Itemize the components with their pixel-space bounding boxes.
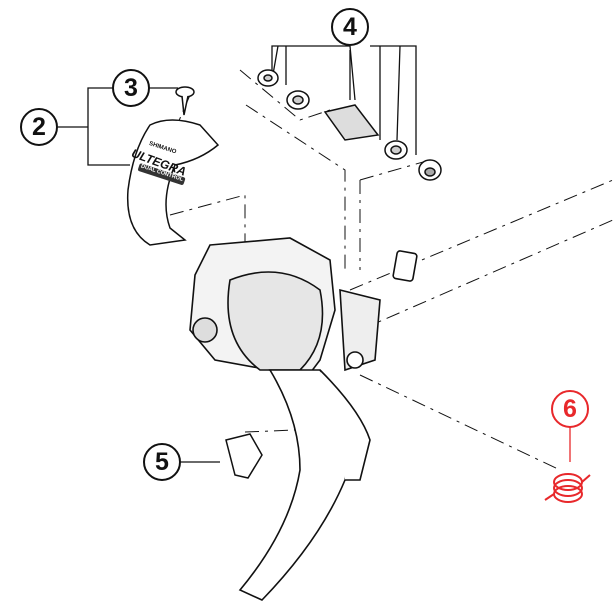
lever-body: [189, 237, 418, 601]
callout-6: 6: [551, 390, 589, 428]
spring-part: [544, 473, 591, 503]
callout-label: 4: [343, 12, 357, 41]
callout-label: 3: [124, 73, 138, 102]
cover-part: [126, 119, 220, 246]
callout-label: 6: [563, 394, 577, 423]
callout-label: 5: [155, 447, 169, 476]
clip-part: [225, 433, 263, 479]
leader-4: [271, 45, 417, 155]
callout-label: 2: [32, 112, 46, 141]
callout-3: 3: [112, 69, 150, 107]
washers: [257, 69, 442, 181]
screw-part: [175, 86, 195, 116]
callout-4: 4: [331, 8, 369, 46]
callout-5: 5: [143, 443, 181, 481]
leader-2: [58, 87, 130, 166]
callout-2: 2: [20, 108, 58, 146]
